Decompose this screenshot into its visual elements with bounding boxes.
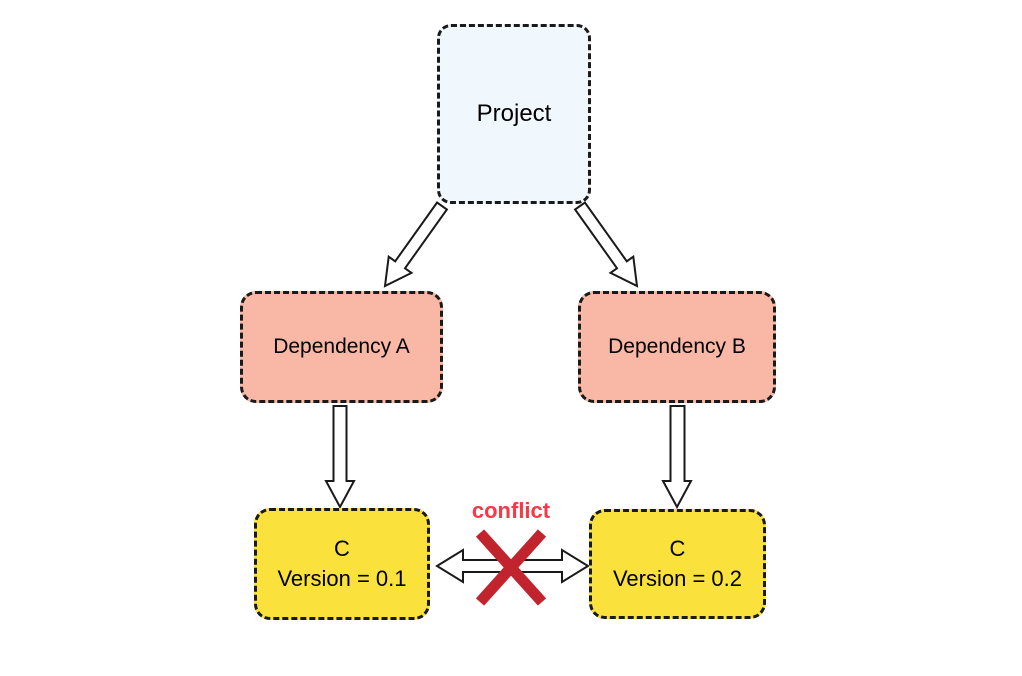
arrow-project-to-dependency-b	[573, 201, 639, 288]
node-dependency-b-label: Dependency B	[608, 335, 746, 358]
node-dependency-b: Dependency B	[578, 291, 776, 403]
arrow-dependency-b-to-c2	[661, 405, 693, 510]
node-dependency-a: Dependency A	[240, 291, 443, 403]
node-dependency-a-label: Dependency A	[273, 335, 410, 358]
node-c-version-01: C Version = 0.1	[254, 508, 430, 620]
arrow-project-to-dependency-a	[383, 201, 449, 288]
node-c-version-01-name: C	[334, 536, 350, 562]
node-c-version-02: C Version = 0.2	[589, 509, 766, 619]
node-project: Project	[437, 24, 591, 204]
conflict-x-stroke-2	[475, 529, 547, 606]
node-c-version-02-version: Version = 0.2	[612, 566, 743, 591]
node-project-label: Project	[476, 100, 552, 127]
node-c-version-02-name: C	[669, 536, 686, 562]
conflict-label: conflict	[471, 498, 551, 523]
conflict-x-icon	[475, 529, 547, 606]
arrow-dependency-a-to-c1	[324, 405, 356, 510]
node-c-version-01-version: Version = 0.1	[277, 566, 407, 591]
